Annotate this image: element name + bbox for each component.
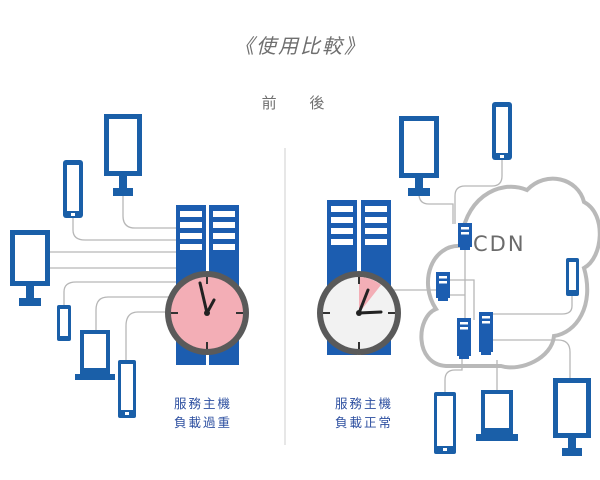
tablet-icon — [434, 392, 456, 454]
left-caption-line1: 服務主機 — [173, 396, 232, 411]
monitor-icon — [553, 378, 591, 456]
server-icon — [436, 272, 450, 301]
server-icon — [457, 318, 471, 359]
tablet-icon — [118, 360, 136, 418]
laptop-icon — [476, 390, 518, 441]
gauge-icon — [165, 271, 249, 355]
left-connection-lines — [49, 196, 176, 360]
diagram-title: 《使用比較》 — [234, 34, 366, 58]
right-caption: 服務主機 負載正常 — [324, 394, 404, 432]
server-icon — [479, 312, 493, 355]
cdn-label: CDN — [473, 232, 526, 256]
cloud-icon — [419, 176, 600, 370]
monitor-icon — [104, 114, 142, 196]
laptop-icon — [75, 330, 115, 380]
monitor-icon — [399, 116, 439, 196]
phone-icon — [492, 102, 512, 160]
phone-icon — [566, 258, 579, 296]
server-icon — [458, 223, 472, 250]
monitor-icon — [10, 230, 50, 306]
left-caption: 服務主機 負載過重 — [163, 394, 243, 432]
right-caption-line2: 負載正常 — [334, 415, 393, 430]
phone-icon — [57, 305, 71, 341]
right-caption-line1: 服務主機 — [334, 396, 393, 411]
diagram-subtitle: 前 後 — [261, 94, 339, 112]
left-caption-line2: 負載過重 — [173, 415, 232, 430]
phone-icon — [63, 160, 83, 218]
gauge-icon — [317, 271, 401, 355]
